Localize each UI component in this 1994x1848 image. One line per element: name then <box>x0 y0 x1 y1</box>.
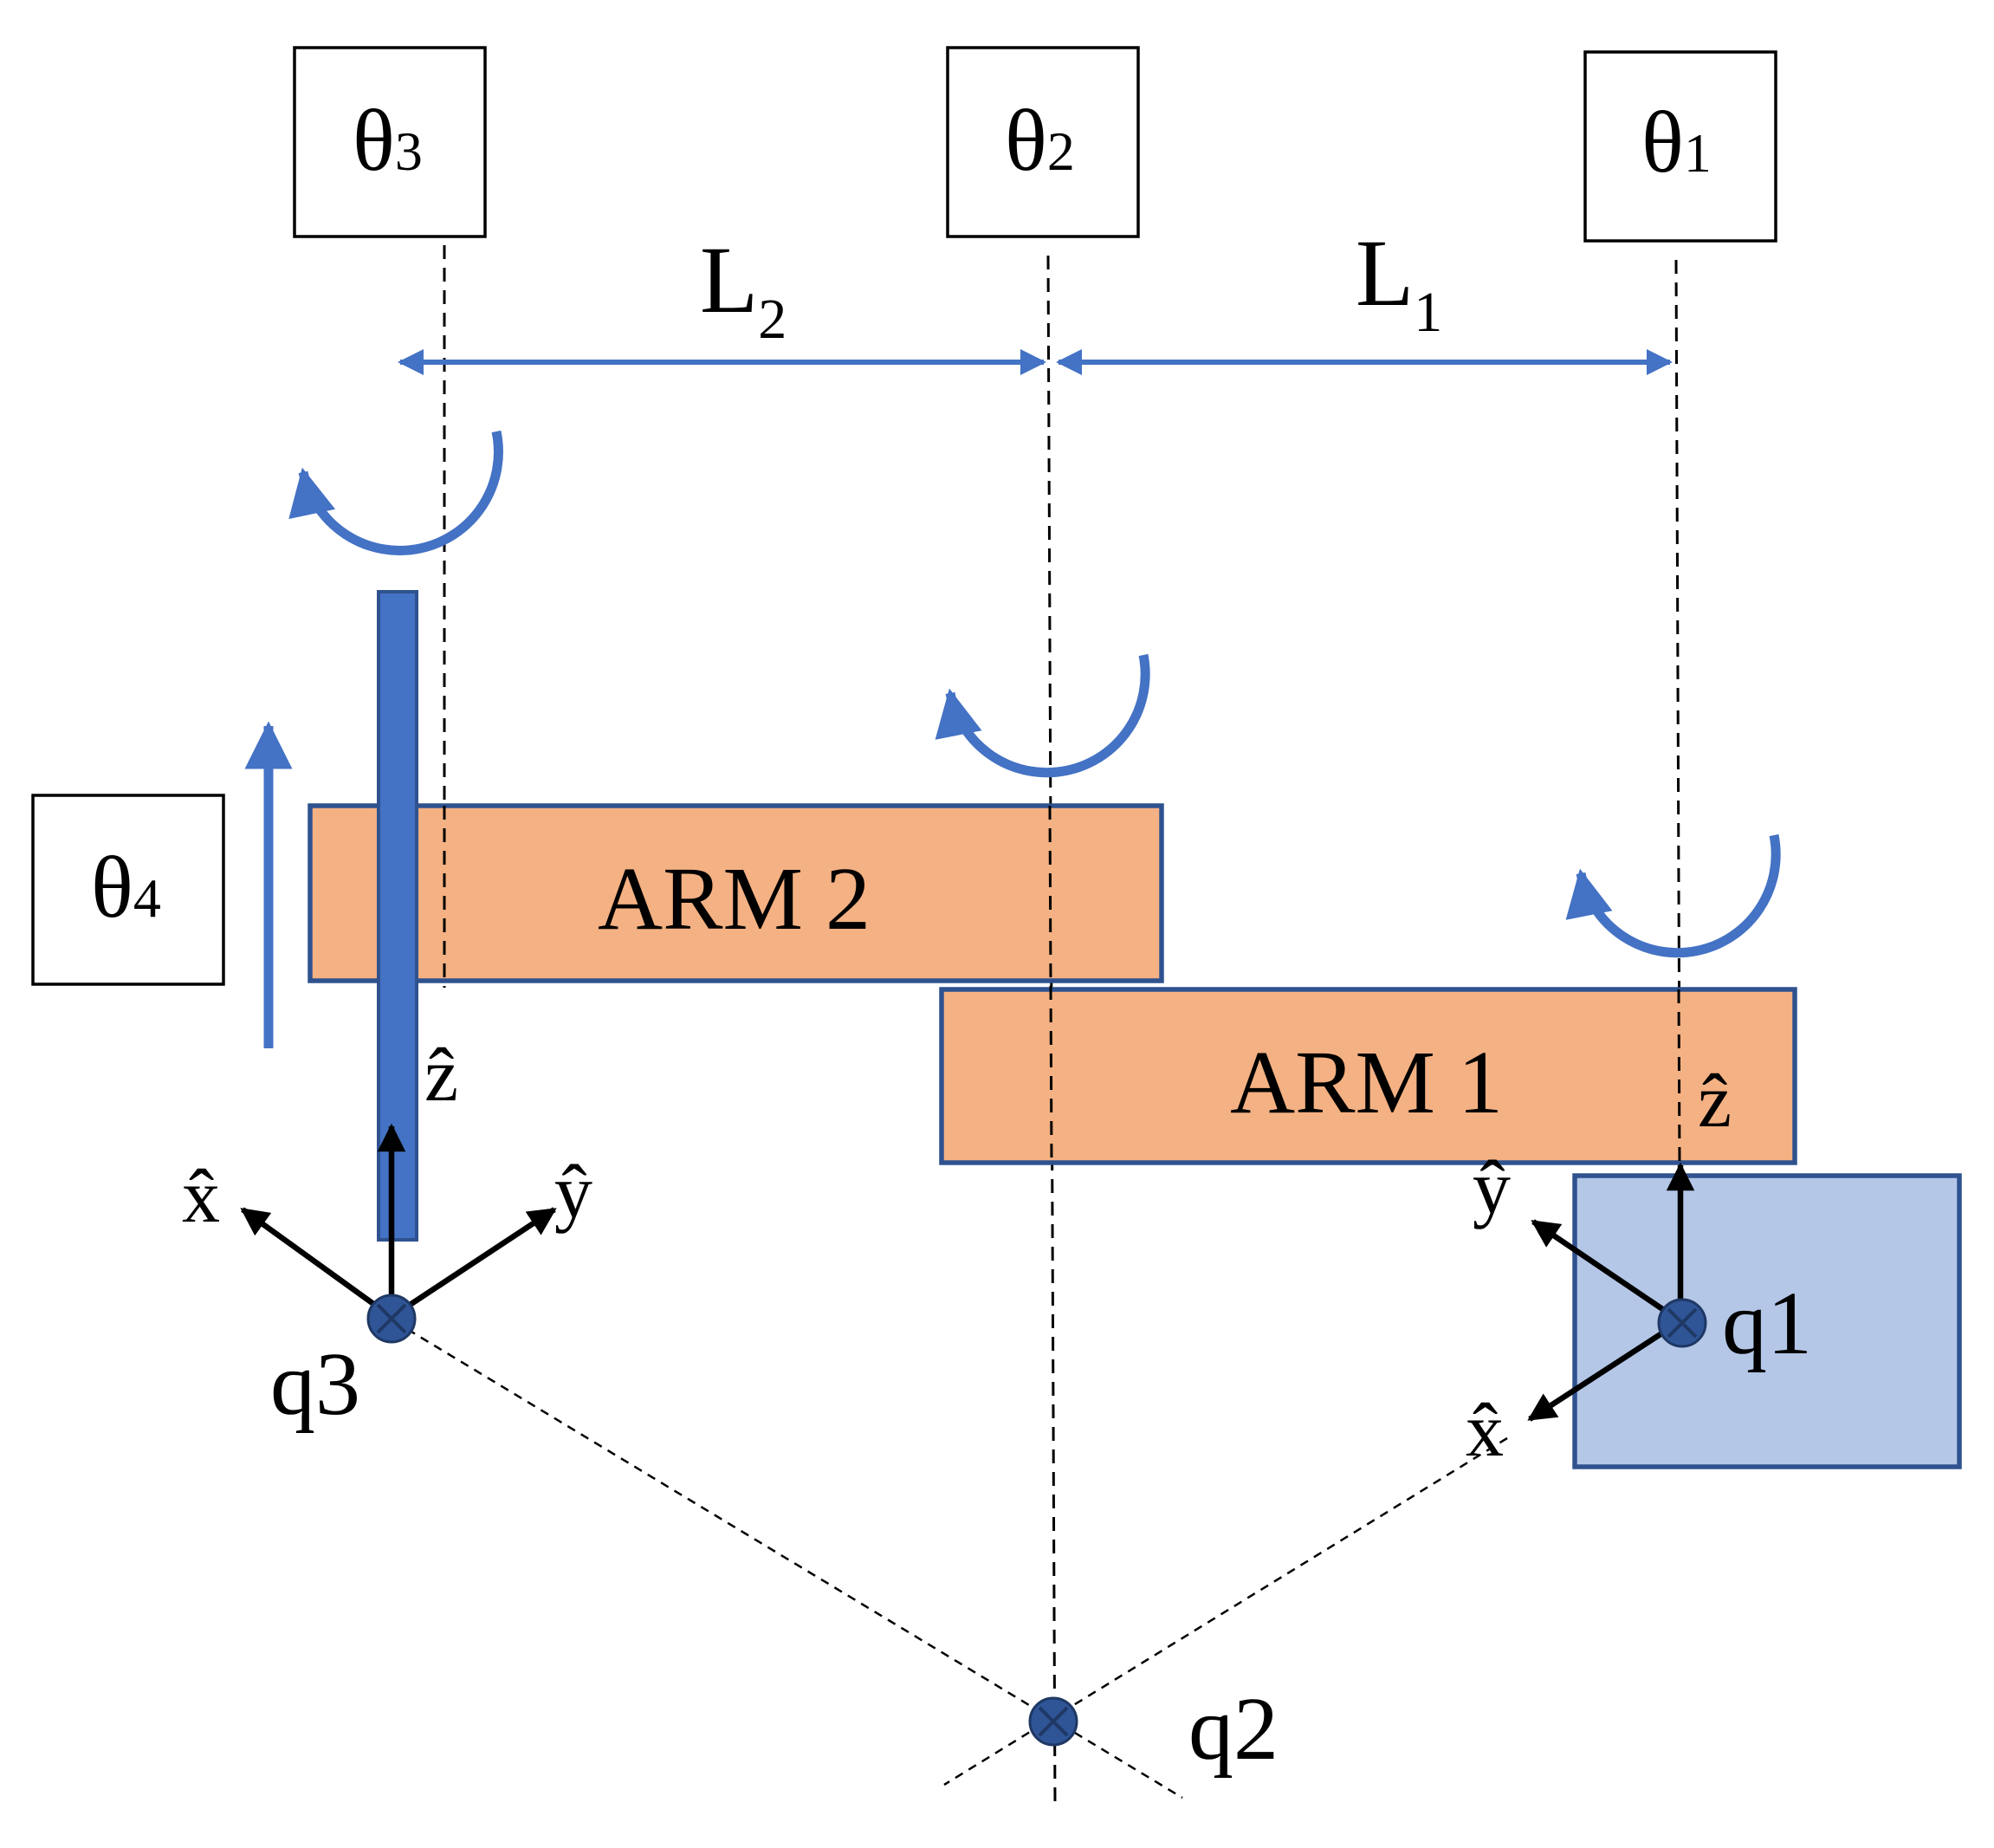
q3-label: q3 <box>270 1334 360 1434</box>
q1-z-label: ẑ <box>1698 1060 1732 1144</box>
spindle-rod <box>377 590 418 1242</box>
theta4-subscript: 4 <box>133 867 161 929</box>
theta3-label-box: θ3 <box>293 46 487 238</box>
theta2-symbol: θ <box>1005 92 1047 190</box>
theta3-rotation-arrow <box>288 430 503 555</box>
l1-label: L1 <box>1356 220 1442 344</box>
arm2-label: ARM 2 <box>598 849 871 949</box>
q1-frame: ẑ ŷ x̂ q1 <box>1466 1060 1812 1473</box>
q1-label: q1 <box>1722 1274 1812 1373</box>
q3-z-label: ẑ <box>424 1034 458 1118</box>
base-block <box>1572 1173 1962 1469</box>
svg-text:θ3: θ3 <box>353 92 423 190</box>
theta2-label-box: θ2 <box>946 46 1140 238</box>
q1-x-vector <box>1527 1319 1682 1422</box>
theta4-symbol: θ <box>91 839 133 937</box>
svg-text:θ2: θ2 <box>1005 92 1075 190</box>
theta2-subscript: 2 <box>1047 120 1075 182</box>
q2-label: q2 <box>1188 1679 1279 1779</box>
q3-node-marker <box>366 1294 417 1344</box>
theta1-axis-overlay <box>1677 989 1681 1164</box>
theta1-rotation-arrow <box>1565 833 1781 958</box>
arm1-link: ARM 1 <box>939 987 1797 1165</box>
q1-x-label: x̂ <box>1466 1389 1504 1473</box>
q3-x-vector <box>240 1207 393 1320</box>
l2-label: L2 <box>700 227 787 351</box>
q3-y-label: ŷ <box>554 1151 592 1235</box>
q3-y-vector <box>390 1207 557 1320</box>
theta2-axis-overlay <box>1048 805 1053 1164</box>
q2-frame: q2 <box>1028 1679 1279 1779</box>
arm1-label: ARM 1 <box>1230 1033 1503 1132</box>
theta4-label-box: θ4 <box>31 794 225 986</box>
theta2-rotation-arrow <box>935 653 1150 778</box>
svg-text:θ4: θ4 <box>91 839 161 937</box>
theta1-subscript: 1 <box>1684 122 1712 184</box>
theta3-symbol: θ <box>353 92 395 190</box>
theta3-subscript: 3 <box>395 120 423 182</box>
q2-node-marker <box>1028 1696 1078 1747</box>
svg-text:θ1: θ1 <box>1641 94 1712 191</box>
q3-x-label: x̂ <box>182 1155 220 1239</box>
arm2-link: ARM 2 <box>308 803 1164 983</box>
q1-y-label: ŷ <box>1473 1146 1511 1230</box>
q3-frame: ẑ x̂ ŷ q3 <box>182 1034 592 1434</box>
theta1-label-box: θ1 <box>1583 50 1777 243</box>
q1-node-marker <box>1657 1298 1707 1348</box>
theta1-symbol: θ <box>1641 94 1684 191</box>
q1-y-vector <box>1531 1219 1682 1324</box>
